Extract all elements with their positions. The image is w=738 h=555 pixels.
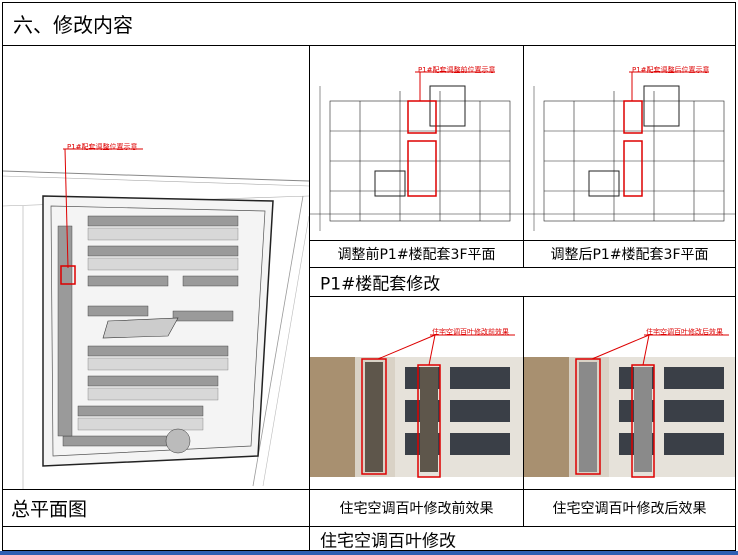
floor-plan-group-caption-cell: P1#楼配套修改 (309, 267, 736, 297)
floor-plan-group-caption: P1#楼配套修改 (320, 274, 441, 295)
render-before-annotation: 住宅空调百叶修改前效果 (432, 328, 509, 336)
floor-plan-before-caption: 调整前P1#楼配套3F平面 (337, 247, 496, 263)
site-plan-caption: 总平面图 (11, 498, 88, 521)
floor-plan-before-caption-cell: 调整前P1#楼配套3F平面 (309, 240, 524, 268)
render-after-drawing (524, 334, 735, 478)
floor-plan-before-drawing (310, 71, 523, 231)
render-before-cell: 住宅空调百叶修改前效果 (309, 296, 524, 490)
render-after-caption: 住宅空调百叶修改后效果 (552, 501, 707, 517)
floor-plan-after-cell: P1#配套调整后位置示意 (523, 45, 736, 241)
bottom-accent-bar (0, 551, 738, 555)
render-before-caption-cell: 住宅空调百叶修改前效果 (309, 489, 524, 527)
floor-plan-before-cell: P1#配套调整前位置示意 (309, 45, 524, 241)
render-group-caption: 住宅空调百叶修改 (320, 531, 456, 551)
blank-cell (2, 526, 310, 551)
floor-plan-before-annotation: P1#配套调整前位置示意 (418, 66, 496, 74)
render-group-caption-cell: 住宅空调百叶修改 (309, 526, 736, 551)
render-before-drawing (310, 334, 523, 478)
render-after-caption-cell: 住宅空调百叶修改后效果 (523, 489, 736, 527)
section-title: 六、修改内容 (13, 13, 133, 37)
floor-plan-after-annotation: P1#配套调整后位置示意 (632, 66, 710, 74)
title-row: 六、修改内容 (2, 2, 736, 46)
floor-plan-after-drawing (524, 71, 735, 231)
site-plan-cell: P1#配套调整位置示意 (2, 45, 310, 490)
floor-plan-after-caption: 调整后P1#楼配套3F平面 (550, 247, 709, 263)
site-plan-annotation: P1#配套调整位置示意 (67, 143, 138, 151)
render-after-cell: 住宅空调百叶修改后效果 (523, 296, 736, 490)
render-before-caption: 住宅空调百叶修改前效果 (339, 501, 494, 517)
floor-plan-after-caption-cell: 调整后P1#楼配套3F平面 (523, 240, 736, 268)
render-after-annotation: 住宅空调百叶修改后效果 (646, 328, 723, 336)
site-plan-drawing (3, 148, 309, 489)
site-plan-caption-cell: 总平面图 (2, 489, 310, 527)
